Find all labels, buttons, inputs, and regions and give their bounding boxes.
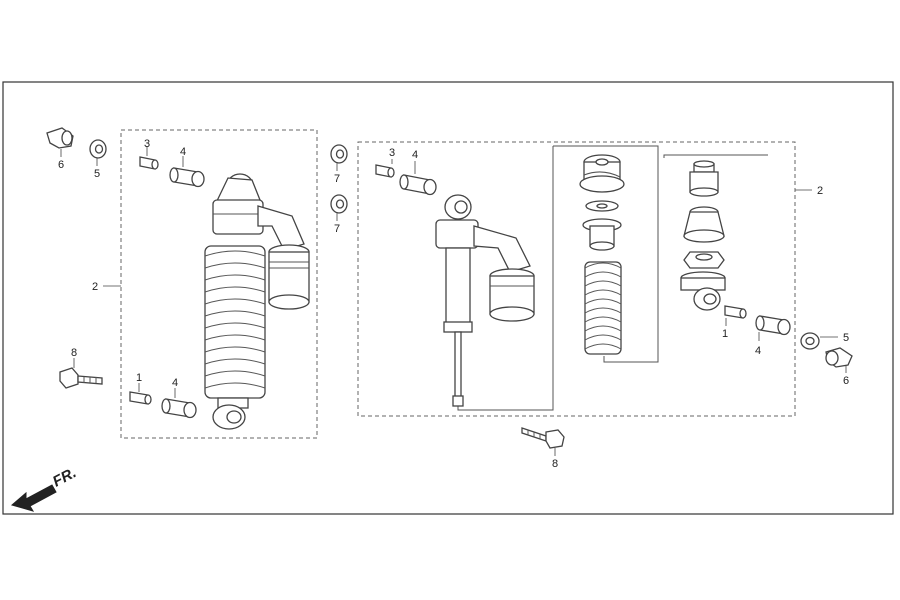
top-mount-rubber [683, 206, 725, 243]
bushing-part-3-left [139, 156, 159, 170]
cap-part-6-right [825, 347, 853, 368]
damper-body [435, 194, 535, 407]
bump-stop [582, 218, 622, 251]
callout-3-right: 3 [389, 147, 395, 159]
bushing-part-4-right-bottom [755, 315, 791, 336]
callout-1-left: 1 [136, 372, 142, 384]
coil-spring-exploded [584, 261, 622, 355]
bolt-part-8-bottom [521, 427, 565, 449]
bushing-part-3-right [375, 164, 395, 178]
bushing-part-4-left-top [169, 167, 205, 188]
top-mount-stud [689, 160, 719, 197]
coil-spring [204, 245, 266, 399]
diagram-frame [2, 81, 894, 515]
callout-4-right-bottom: 4 [755, 345, 761, 357]
upper-mount-subgroup-frame [663, 154, 768, 158]
callout-4-left-bottom: 4 [172, 377, 178, 389]
right-assembly-box [357, 141, 796, 417]
rear-shock-absorber-assembled [204, 173, 310, 430]
callout-5-left: 5 [94, 168, 100, 180]
washer-part-5-left [89, 139, 107, 159]
callout-7-lower: 7 [334, 223, 340, 235]
bushing-part-4-left-bottom [161, 398, 197, 419]
bushing-part-4-right-top [399, 174, 437, 196]
callout-5-right: 5 [843, 332, 849, 344]
callout-4-left-top: 4 [180, 146, 186, 158]
washer-part-5-right [800, 332, 820, 350]
callout-8-left: 8 [71, 347, 77, 359]
bushing-part-1-left [129, 391, 152, 405]
callout-2-left: 2 [92, 281, 98, 293]
spring-seat-upper [579, 154, 625, 193]
spring-washer [585, 200, 619, 212]
callout-4-right-top: 4 [412, 149, 418, 161]
left-assembly-box [120, 129, 318, 439]
washer-part-7-lower [330, 194, 348, 214]
callout-7-upper: 7 [334, 173, 340, 185]
callout-8-bottom: 8 [552, 458, 558, 470]
top-mount-eye [680, 271, 726, 311]
bolt-part-8-left [59, 367, 103, 389]
callout-1-right: 1 [722, 328, 728, 340]
front-direction-label: FR. [50, 464, 79, 490]
cap-part-6-left [46, 127, 74, 149]
front-direction-arrow-icon [10, 484, 57, 512]
callout-6-left: 6 [58, 159, 64, 171]
top-mount-nut [683, 251, 725, 269]
callout-2-right: 2 [817, 185, 823, 197]
callout-3-left: 3 [144, 138, 150, 150]
spring-subgroup-frame [457, 146, 554, 411]
bushing-part-1-right [724, 305, 747, 319]
washer-part-7-upper [330, 144, 348, 164]
callout-6-right: 6 [843, 375, 849, 387]
